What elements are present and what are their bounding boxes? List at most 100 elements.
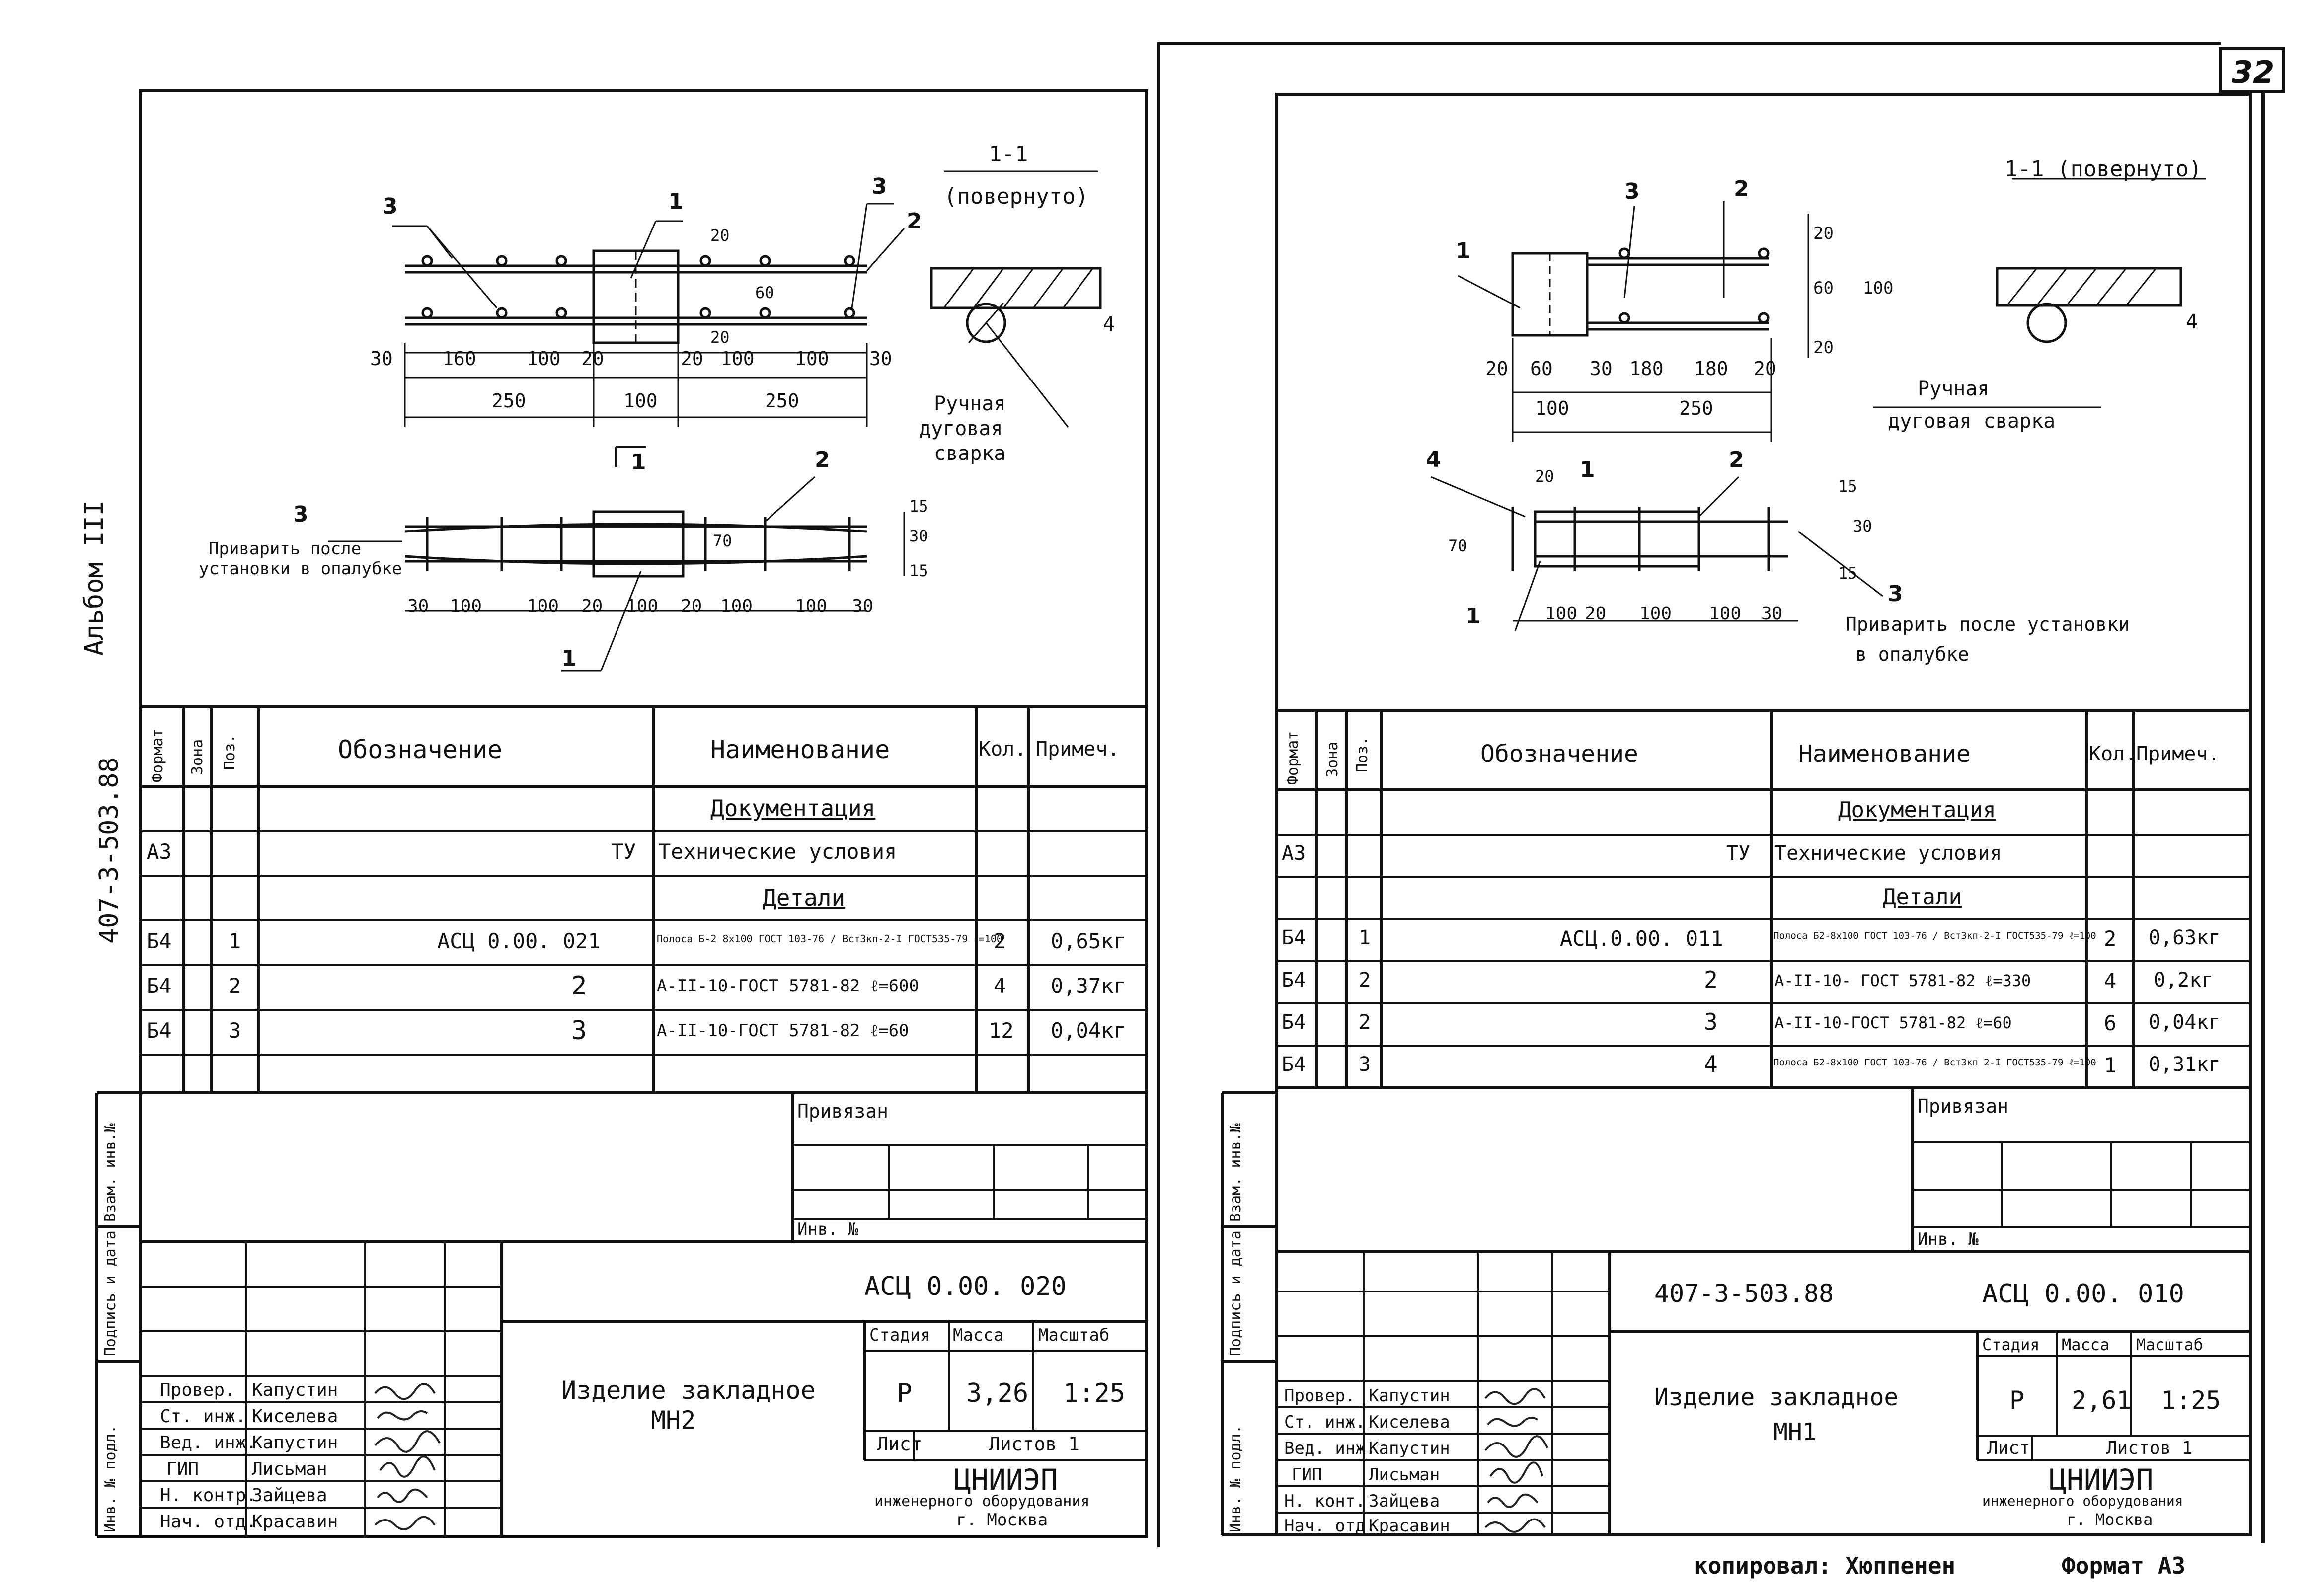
left-stage-header: Масса <box>953 1325 1004 1345</box>
format-label: Формат А3 <box>2062 1552 2186 1579</box>
spec-row-name: Детали <box>763 884 846 911</box>
person-role: ГИП <box>1292 1465 1322 1485</box>
left-dim: 250 <box>492 390 526 412</box>
left-plan-dim: 70 <box>713 532 732 550</box>
spec-row-qty: 6 <box>2104 1011 2117 1035</box>
spec-row-pos: 1 <box>1359 926 1371 949</box>
right-weld-size: 4 <box>2186 310 2198 333</box>
spec-row-qty: 1 <box>2104 1053 2117 1077</box>
right-inv-no-label: Инв. № <box>1918 1229 1979 1249</box>
right-signatures <box>1484 1388 1548 1533</box>
person-name: Капустин <box>252 1380 338 1400</box>
left-weld-note-2: дуговая <box>919 417 1003 440</box>
left-section-title: 1-1 <box>989 142 1028 167</box>
left-dim: 30 <box>869 348 892 370</box>
left-inv-no-label: Инв. № <box>797 1219 858 1239</box>
left-sheet-label: Лист <box>877 1433 923 1455</box>
left-dim: 100 <box>720 348 755 370</box>
left-dim: 30 <box>370 348 393 370</box>
right-stage-value: 1:25 <box>2161 1386 2221 1415</box>
right-install-note-2: в опалубке <box>1855 643 1969 665</box>
left-callout: 3 <box>872 174 887 199</box>
left-plan-dim: 100 <box>450 596 482 616</box>
spec-row-code: 3 <box>571 1016 587 1046</box>
spec-row-pos: 2 <box>229 974 241 998</box>
person-name: Капустин <box>1369 1439 1450 1458</box>
right-callout: 2 <box>1729 447 1744 472</box>
left-dim: 100 <box>623 390 658 412</box>
spec-row-fmt: А3 <box>1282 842 1306 865</box>
page-number-box: 32 <box>2219 47 2285 93</box>
left-dim: 100 <box>795 348 829 370</box>
left-item-title-1: Изделие закладное <box>561 1376 816 1405</box>
right-stage-header: Масса <box>2062 1335 2110 1354</box>
left-stage-value: 1:25 <box>1063 1378 1126 1408</box>
right-section-title: 1-1 (повернуто) <box>2004 156 2202 182</box>
spec-row-name: А-II-10-ГОСТ 5781-82 ℓ=60 <box>1774 1013 2012 1032</box>
person-role: ГИП <box>166 1459 199 1479</box>
left-plan-dim: 30 <box>909 527 928 545</box>
right-side-replace-inv: Взам. инв.№ <box>1227 1123 1244 1222</box>
left-dim: 60 <box>755 283 774 302</box>
right-item-title-2: МН1 <box>1773 1418 1817 1446</box>
right-weld-note-2: дуговая сварка <box>1888 410 2056 433</box>
person-name: Киселева <box>1369 1412 1450 1432</box>
right-plan-dim: 15 <box>1838 477 1857 496</box>
right-spec-header-name: Наименование <box>1798 740 1971 768</box>
right-spec-header-code: Обозначение <box>1480 740 1638 768</box>
right-dim: 100 <box>1535 397 1569 419</box>
person-name: Лисьман <box>1369 1465 1440 1485</box>
left-dim: 20 <box>681 348 703 370</box>
person-role: Провер. <box>1284 1386 1356 1406</box>
right-plan-dim: 20 <box>1535 467 1554 486</box>
right-dim: 20 <box>1485 358 1508 380</box>
left-org-sub: инженерного оборудования <box>874 1493 1090 1510</box>
right-install-note-1: Приварить после установки <box>1846 613 2130 635</box>
page-top-border <box>1157 42 2221 45</box>
left-sheets-label: Листов 1 <box>989 1433 1080 1455</box>
spec-row-code: ТУ <box>611 839 636 864</box>
right-spec-header-pos: Поз. <box>1354 736 1371 772</box>
left-spec-header-qty: Кол. <box>979 738 1027 760</box>
spec-row-fmt: Б4 <box>147 1018 172 1043</box>
right-plan-dim: 30 <box>1853 517 1872 535</box>
left-plan-dim: 20 <box>681 596 702 616</box>
spec-row-note: 0,63кг <box>2149 926 2221 949</box>
left-plan-dim: 15 <box>909 561 928 580</box>
left-callout: 2 <box>907 209 922 234</box>
left-plan-dim: 100 <box>720 596 753 616</box>
right-callout: 4 <box>1426 447 1441 472</box>
left-install-note-2: установки в опалубке <box>199 559 402 579</box>
left-bound-label: Привязан <box>797 1100 889 1122</box>
right-org-city: г. Москва <box>2067 1510 2153 1529</box>
left-dim: 20 <box>581 348 604 370</box>
right-dim: 20 <box>1754 358 1776 380</box>
left-spec-header-note: Примеч. <box>1036 738 1120 760</box>
person-role: Нач. отд. <box>160 1512 257 1532</box>
spec-row-pos: 2 <box>1359 969 1371 991</box>
right-bound-label: Привязан <box>1918 1095 2009 1117</box>
right-stage-value: Р <box>2009 1386 2025 1415</box>
left-stage-header: Масштаб <box>1038 1325 1110 1345</box>
person-role: Н. конт. <box>1284 1491 1366 1511</box>
right-dim: 180 <box>1629 358 1664 380</box>
left-weld-note-1: Ручная <box>934 392 1006 415</box>
spec-row-name: А-II-10- ГОСТ 5781-82 ℓ=330 <box>1774 971 2031 990</box>
spec-row-name: А-II-10-ГОСТ 5781-82 ℓ=600 <box>657 976 920 996</box>
person-role: Вед. инж. <box>160 1433 257 1453</box>
left-callout: 3 <box>383 194 398 219</box>
left-section-note: (повернуто) <box>944 184 1089 209</box>
right-org-name: ЦНИИЭП <box>2049 1463 2154 1497</box>
spec-row-pos: 2 <box>1359 1011 1371 1034</box>
right-sheet-label: Лист <box>1987 1438 2030 1458</box>
spec-row-pos: 3 <box>229 1018 241 1043</box>
spec-row-code: АСЦ.0.00. 011 <box>1560 926 1723 951</box>
right-callout: 1 <box>1465 604 1481 629</box>
right-dim: 60 <box>1813 278 1834 298</box>
right-spec-header-qty: Кол. <box>2089 743 2137 765</box>
spec-row-fmt: Б4 <box>1282 926 1306 949</box>
copied-by: копировал: Хюппенен <box>1694 1552 1956 1579</box>
spec-row-code: 2 <box>571 971 587 1001</box>
right-plan-dim: 15 <box>1838 564 1857 583</box>
right-callout: 3 <box>1888 581 1903 607</box>
